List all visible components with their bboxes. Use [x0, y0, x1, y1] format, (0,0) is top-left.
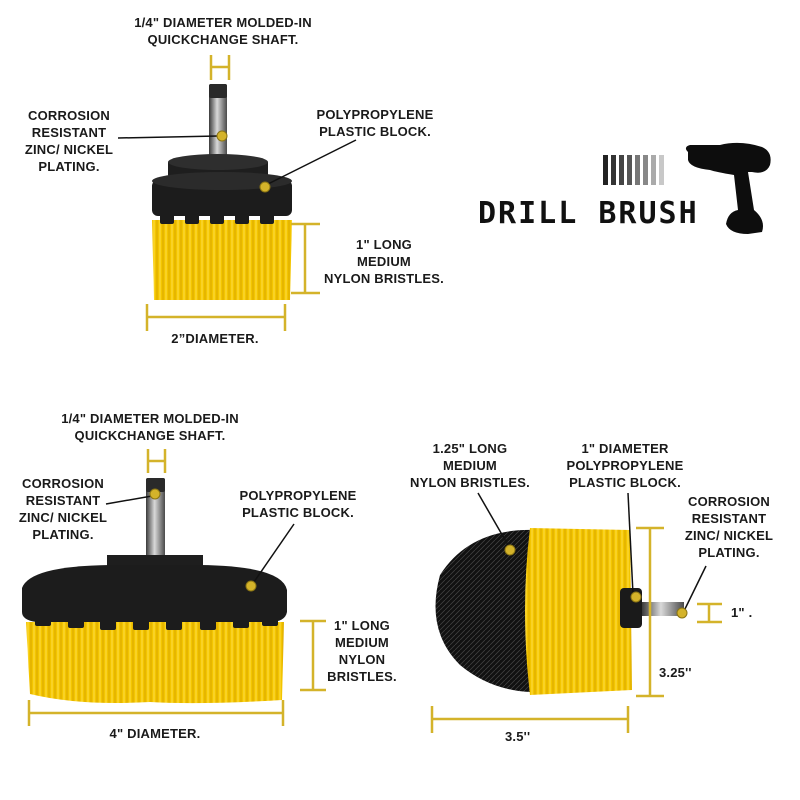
label-line: RESISTANT — [31, 125, 107, 140]
logo-stripes — [603, 155, 664, 185]
brush-2in-bristle-label: 1" LONG MEDIUM NYLON BRISTLES. — [313, 236, 455, 287]
brush-round-height-label: 3.25'' — [659, 665, 692, 680]
brush-4in-plating-label: CORROSION RESISTANT ZINC/ NICKEL PLATING… — [8, 475, 118, 543]
label-line: ZINC/ NICKEL — [24, 142, 114, 157]
label-line: ZINC/ NICKEL — [684, 528, 774, 543]
label-line: MEDIUM — [443, 458, 497, 473]
label-line: QUICKCHANGE SHAFT. — [147, 32, 299, 47]
label-line: POLYPROPYLENE — [239, 488, 357, 503]
brush-2in-leaders — [117, 130, 357, 193]
label-line: NYLON BRISTLES. — [323, 271, 444, 286]
label-line: PLASTIC BLOCK. — [569, 475, 681, 490]
label-line: PLASTIC BLOCK. — [319, 124, 431, 139]
label-line: RESISTANT — [691, 511, 767, 526]
brush-4in-diameter-label: 4" DIAMETER. — [109, 726, 201, 741]
label-line: NYLON — [338, 652, 386, 667]
label-line: RESISTANT — [25, 493, 101, 508]
brush-2in-block-label: POLYPROPYLENE PLASTIC BLOCK. — [300, 106, 450, 140]
brush-4in-leaders — [105, 488, 295, 592]
brush-round-leaders — [477, 492, 707, 619]
brush-2in-illustration — [152, 84, 292, 300]
label-line: 1" DIAMETER — [581, 441, 669, 456]
brush-2in-diameter-label: 2”DIAMETER. — [171, 331, 259, 346]
label-line: 1/4" DIAMETER MOLDED-IN — [61, 411, 239, 426]
brush-round-width-label: 3.5'' — [505, 729, 531, 744]
drill-icon — [685, 142, 771, 234]
label-line: NYLON BRISTLES. — [409, 475, 530, 490]
brush-4in-block-label: POLYPROPYLENE PLASTIC BLOCK. — [228, 487, 368, 521]
label-line: POLYPROPYLENE — [316, 107, 434, 122]
brush-round-block-label: 1" DIAMETER POLYPROPYLENE PLASTIC BLOCK. — [555, 440, 695, 491]
brush-4in-shaft-label: 1/4" DIAMETER MOLDED-IN QUICKCHANGE SHAF… — [45, 410, 255, 444]
brush-2in-dimension-lines — [145, 55, 320, 331]
brush-round-shaft-dim-label: 1" . — [731, 605, 753, 620]
label-line: PLATING. — [32, 527, 94, 542]
label-line: 1" LONG — [356, 237, 412, 252]
label-line: ZINC/ NICKEL — [18, 510, 108, 525]
brush-round-dimension-lines — [430, 526, 722, 733]
label-line: CORROSION — [22, 476, 104, 491]
brush-2in-shaft-label: 1/4" DIAMETER MOLDED-IN QUICKCHANGE SHAF… — [118, 14, 328, 48]
label-line: POLYPROPYLENE — [566, 458, 684, 473]
brush-4in-illustration — [22, 478, 287, 704]
label-line: BRISTLES. — [327, 669, 397, 684]
label-line: 1/4" DIAMETER MOLDED-IN — [134, 15, 312, 30]
label-line: PLASTIC BLOCK. — [242, 505, 354, 520]
brush-4in-bristle-label: 1" LONG MEDIUM NYLON BRISTLES. — [322, 617, 402, 685]
label-line: PLATING. — [698, 545, 760, 560]
label-line: MEDIUM — [357, 254, 411, 269]
brush-2in-plating-label: CORROSION RESISTANT ZINC/ NICKEL PLATING… — [14, 107, 124, 175]
label-line: CORROSION — [688, 494, 770, 509]
label-line: 1.25" LONG — [432, 441, 508, 456]
brush-round-bristle-label: 1.25" LONG MEDIUM NYLON BRISTLES. — [400, 440, 540, 491]
label-line: 1" LONG — [334, 618, 390, 633]
label-line: MEDIUM — [335, 635, 389, 650]
label-line: QUICKCHANGE SHAFT. — [74, 428, 226, 443]
brush-4in-dimension-lines — [27, 449, 326, 726]
brush-round-plating-label: CORROSION RESISTANT ZINC/ NICKEL PLATING… — [674, 493, 784, 561]
brush-round-illustration — [435, 528, 684, 695]
logo-text: DRILL BRUSH — [478, 196, 699, 231]
label-line: PLATING. — [38, 159, 100, 174]
label-line: CORROSION — [28, 108, 110, 123]
